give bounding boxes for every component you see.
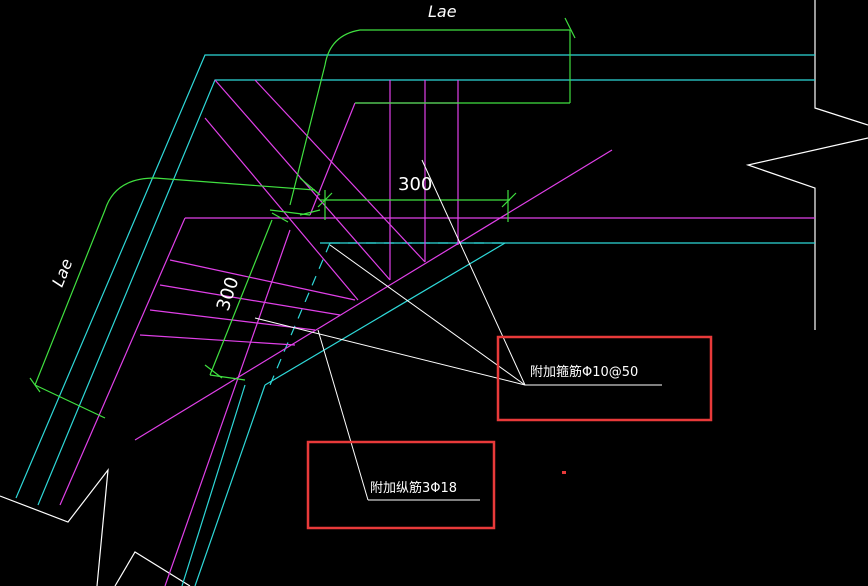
lae-label-top: Lae [428,2,457,21]
rebar-magenta [59,79,815,586]
callout-additional-longitudinal: 附加纵筋3Φ18 [370,480,457,496]
beam-outline-cyan [15,54,815,586]
callout-additional-stirrups: 附加箍筋Φ10@50 [530,364,638,380]
highlight-box-stirrups [496,335,713,422]
leader-lines-white [254,159,662,501]
highlight-box-longitudinal [306,440,496,530]
dimension-lines-green [204,177,517,381]
lae-label-left: Lae [48,256,76,290]
dimension-label-diagonal: 300 [213,274,244,313]
red-dot-marker [562,471,566,474]
anchor-bar-green [29,17,576,419]
dimension-label-horizontal: 300 [398,174,432,195]
